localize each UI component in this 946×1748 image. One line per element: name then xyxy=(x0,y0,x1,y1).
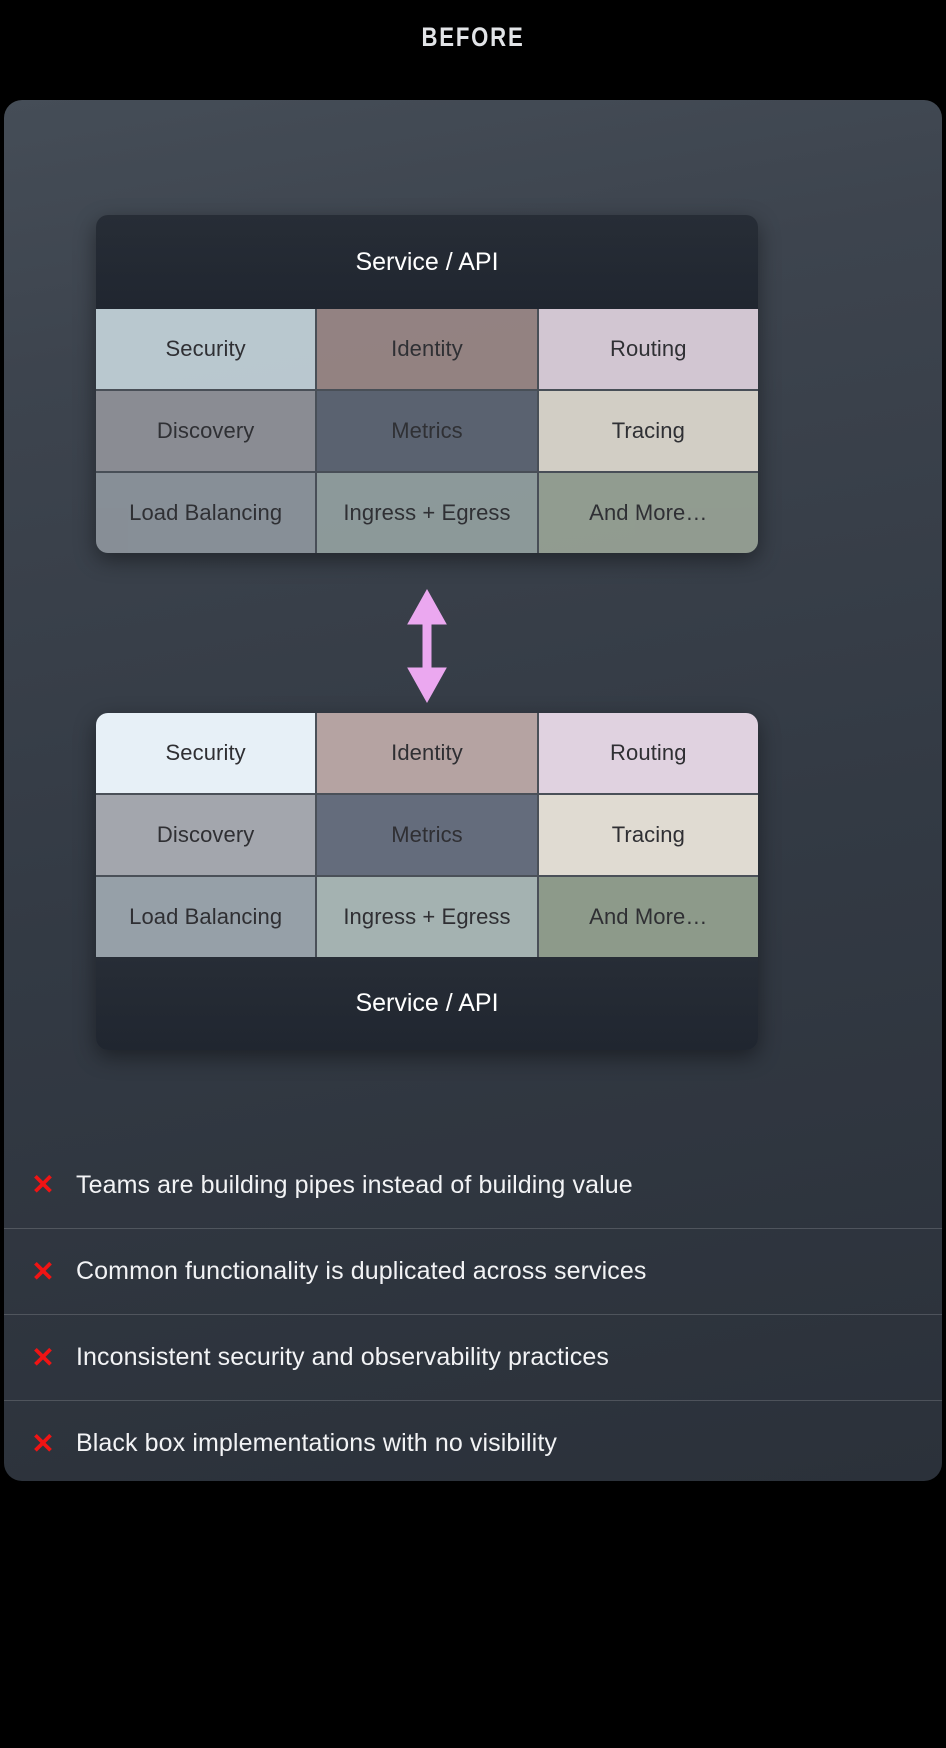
cell-discovery[interactable]: Discovery xyxy=(96,795,316,875)
cell-ingress-egress[interactable]: Ingress + Egress xyxy=(317,877,537,957)
service-api-band-bottom: Service / API xyxy=(96,957,758,1050)
cell-identity[interactable]: Identity xyxy=(317,309,537,389)
capability-grid-bottom: Security Identity Routing Discovery Metr… xyxy=(96,713,758,957)
cell-load-balancing[interactable]: Load Balancing xyxy=(96,877,316,957)
x-mark-icon: ✕ xyxy=(31,1427,55,1459)
x-mark-icon: ✕ xyxy=(31,1255,55,1287)
service-card-top: Service / API Security Identity Routing … xyxy=(96,215,758,553)
cell-ingress-egress[interactable]: Ingress + Egress xyxy=(317,473,537,553)
slide-title: BEFORE xyxy=(421,22,525,52)
x-mark-icon: ✕ xyxy=(31,1169,55,1200)
list-item-label: Teams are building pipes instead of buil… xyxy=(76,1170,633,1199)
cell-metrics[interactable]: Metrics xyxy=(317,391,537,471)
cell-tracing[interactable]: Tracing xyxy=(538,391,758,471)
list-item: ✕ Teams are building pipes instead of bu… xyxy=(4,1142,942,1228)
cell-tracing[interactable]: Tracing xyxy=(538,795,758,875)
service-card-bottom: Security Identity Routing Discovery Metr… xyxy=(96,713,758,1050)
content-panel: Service / API Security Identity Routing … xyxy=(4,100,942,1481)
list-item-label: Common functionality is duplicated acros… xyxy=(76,1257,647,1285)
cell-routing[interactable]: Routing xyxy=(538,713,758,793)
list-item: ✕ Black box implementations with no visi… xyxy=(4,1400,942,1481)
list-item: ✕ Inconsistent security and observabilit… xyxy=(4,1314,942,1400)
cell-identity[interactable]: Identity xyxy=(317,713,537,793)
list-item: ✕ Common functionality is duplicated acr… xyxy=(4,1228,942,1314)
cell-load-balancing[interactable]: Load Balancing xyxy=(96,473,316,553)
cell-and-more[interactable]: And More… xyxy=(538,473,758,553)
cell-and-more[interactable]: And More… xyxy=(538,877,758,957)
cell-discovery[interactable]: Discovery xyxy=(96,391,316,471)
list-item-label: Black box implementations with no visibi… xyxy=(76,1429,557,1457)
x-mark-icon: ✕ xyxy=(31,1341,55,1373)
cell-metrics[interactable]: Metrics xyxy=(317,795,537,875)
cell-security[interactable]: Security xyxy=(96,713,316,793)
problem-list: ✕ Teams are building pipes instead of bu… xyxy=(4,1142,942,1481)
cell-security[interactable]: Security xyxy=(96,309,316,389)
list-item-label: Inconsistent security and observability … xyxy=(76,1343,609,1371)
cell-routing[interactable]: Routing xyxy=(538,309,758,389)
capability-grid-top: Security Identity Routing Discovery Metr… xyxy=(96,309,758,553)
service-api-band-top: Service / API xyxy=(96,215,758,309)
